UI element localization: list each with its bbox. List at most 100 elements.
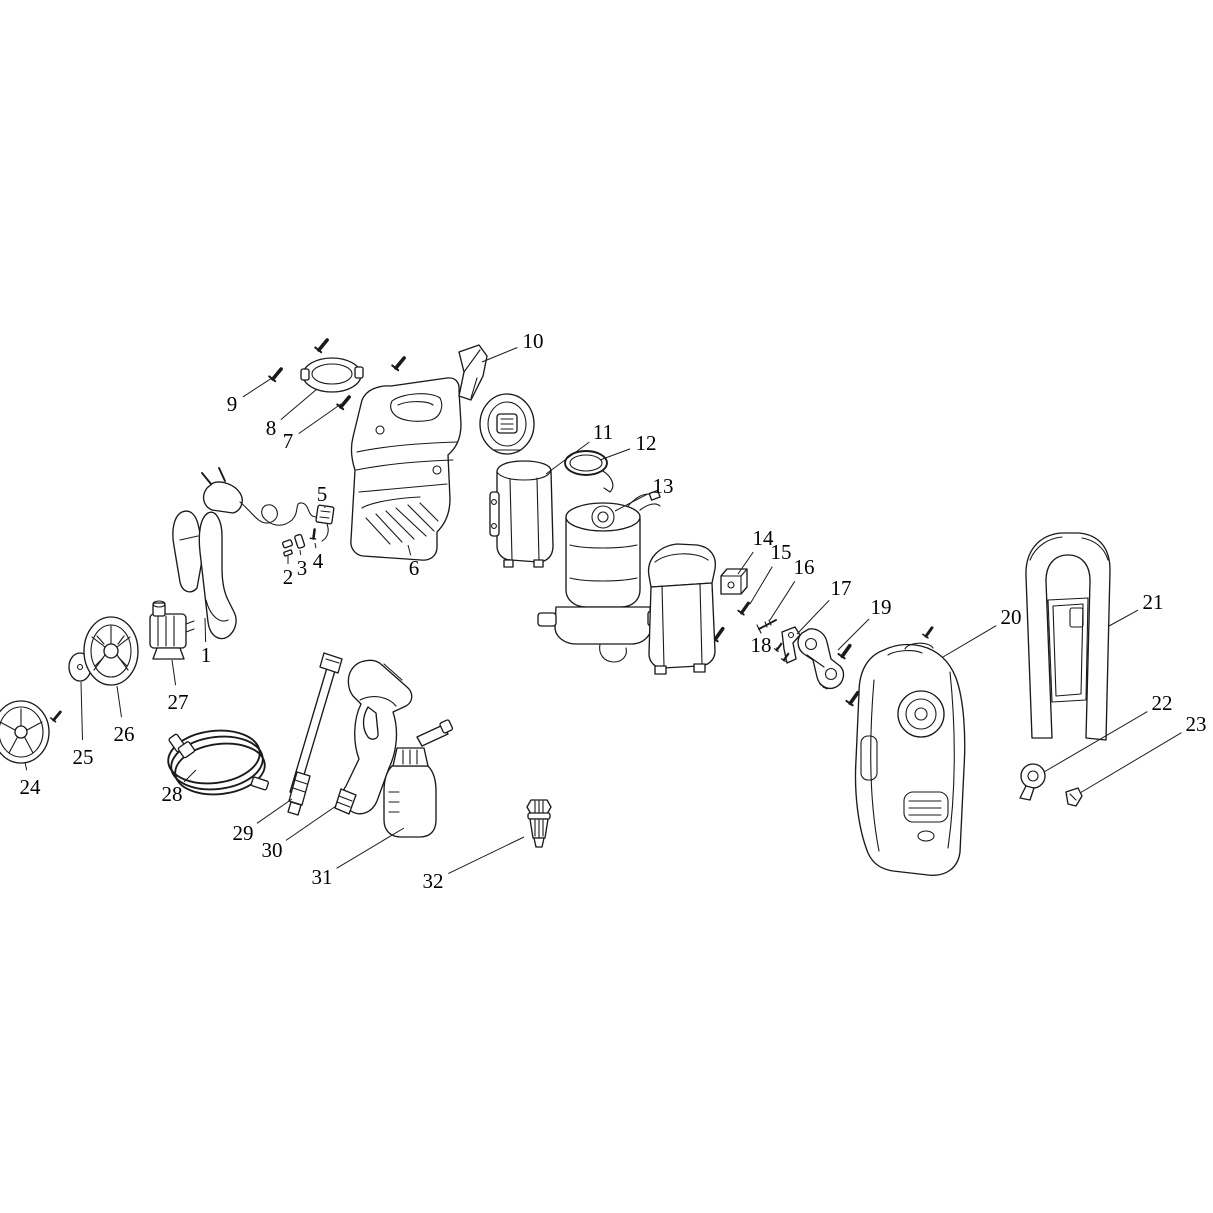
part-27-pump-unit-shape [157, 615, 175, 647]
part-number-28: 28 [162, 782, 183, 806]
part-callout-9: 9 [227, 377, 273, 416]
part-16-bolt-shape [758, 619, 777, 630]
part-20-front-housing-shape [870, 679, 880, 852]
power-plug-and-cord-shape [201, 472, 212, 485]
part-number-13: 13 [653, 474, 674, 498]
part-2-clip [281, 539, 293, 557]
part-13-motor-pump-assembly-shape [565, 502, 641, 532]
leader-line-8 [280, 388, 318, 420]
motor-shroud-shape [654, 665, 667, 675]
part-6-rear-housing-panel-shape [356, 441, 458, 453]
part-callout-18: 18 [751, 633, 778, 657]
part-6-rear-housing-panel-shape [350, 377, 462, 561]
motor-shroud-shape [661, 583, 703, 667]
part-8-clamp-ring-shape [311, 363, 353, 385]
part-23-wedge-clip-shape [1065, 787, 1083, 807]
part-13-motor-pump-assembly-shape [554, 606, 652, 645]
part-callout-24: 24 [20, 761, 42, 799]
part-callout-8: 8 [266, 388, 318, 440]
motor-shroud-shape [647, 543, 717, 588]
leader-line-24 [24, 761, 28, 771]
part-1-hanger-hooks-shape [179, 535, 199, 541]
part-5-switch-connector-shape [315, 504, 335, 525]
leader-line-25 [80, 681, 83, 741]
part-16-bolt-shape [764, 619, 772, 628]
part-6-rear-housing-panel-shape [361, 496, 421, 509]
part-30-spray-gun-shape [362, 706, 379, 740]
part-number-15: 15 [771, 540, 792, 564]
part-31-foam-bottle-shape [402, 749, 418, 765]
part-28-high-pressure-hose-shape [174, 742, 266, 796]
part-19-mounting-bracket-shape [804, 637, 818, 651]
part-20-front-housing-shape [908, 800, 942, 816]
part-27-pump-unit-shape [149, 613, 187, 649]
part-6-rear-housing-panel-shape [390, 393, 443, 422]
leader-line-11 [545, 441, 590, 475]
part-20-front-housing-shape [897, 690, 945, 738]
part-27-pump-unit-shape [185, 620, 195, 633]
part-6-rear-housing-panel-shape [397, 401, 434, 406]
part-callout-19: 19 [837, 595, 892, 651]
part-number-24: 24 [20, 775, 42, 799]
leader-line-32 [448, 836, 525, 875]
leader-line-21 [1108, 609, 1139, 627]
part-number-7: 7 [283, 429, 294, 453]
part-26-wheel-shape [91, 625, 131, 671]
part-20-front-housing [854, 642, 966, 876]
leader-line-10 [481, 347, 518, 363]
part-14-switch-block [720, 568, 748, 595]
part-24-wheel-cap-shape [0, 708, 43, 754]
part-6-rear-housing-panel-shape [358, 483, 448, 493]
part-11-motor-cover-shape [533, 559, 544, 568]
leader-line-23 [1079, 732, 1182, 794]
part-20-front-housing-shape [947, 671, 955, 849]
leader-line-7 [298, 403, 342, 435]
part-13-motor-pump-assembly-shape [569, 544, 638, 582]
part-11-motor-cover-shape [503, 559, 514, 568]
part-number-19: 19 [871, 595, 892, 619]
part-callout-31: 31 [312, 827, 405, 889]
part-number-17: 17 [831, 576, 852, 600]
power-plug-and-cord-shape [202, 481, 243, 514]
part-32-turbo-nozzle-shape [534, 800, 544, 814]
part-21-carry-handle-shape [1029, 536, 1109, 561]
part-14-switch-block-shape [720, 568, 748, 595]
part-28-high-pressure-hose-shape [250, 776, 269, 791]
part-22-clip-shape [1019, 785, 1035, 801]
part-number-14: 14 [753, 526, 775, 550]
part-25-washer-disc-shape [76, 663, 84, 671]
part-32-turbo-nozzle-shape [527, 812, 551, 820]
part-17-latch-shape [781, 626, 801, 664]
part-29-spray-lance-shape [288, 771, 311, 806]
leader-line-3 [299, 549, 302, 556]
part-30-spray-gun-shape [336, 795, 353, 808]
part-6-rear-housing-panel-shape [375, 425, 385, 435]
part-11-motor-cover [489, 460, 554, 568]
part-21-carry-handle [1025, 532, 1111, 741]
power-plug-and-cord-shape [239, 501, 327, 526]
part-26-wheel-shape [90, 624, 132, 678]
part-29-spray-lance-shape [325, 658, 340, 664]
leader-line-22 [1043, 711, 1148, 773]
part-13-motor-pump-assembly-shape [591, 505, 615, 529]
part-8-clamp-ring [300, 357, 364, 393]
part-19-mounting-bracket-shape [824, 667, 838, 681]
part-32-turbo-nozzle-shape [533, 837, 545, 848]
part-12-o-ring [564, 450, 614, 493]
part-11-motor-cover-shape [509, 477, 540, 561]
part-callout-5: 5 [317, 482, 327, 509]
part-2-clip-shape [281, 539, 293, 549]
part-callout-22: 22 [1043, 691, 1173, 773]
part-31-foam-bottle [383, 719, 454, 838]
part-10-bracket-cover-shape [470, 377, 478, 399]
part-number-20: 20 [1001, 605, 1022, 629]
part-31-foam-bottle-shape [439, 719, 454, 734]
part-callout-23: 23 [1079, 712, 1207, 794]
part-callout-1: 1 [201, 617, 211, 667]
part-19-mounting-bracket-shape [806, 654, 825, 668]
part-5-switch-connector-shape [321, 523, 329, 542]
screw-icon [773, 642, 785, 654]
part-callout-30: 30 [262, 805, 337, 862]
